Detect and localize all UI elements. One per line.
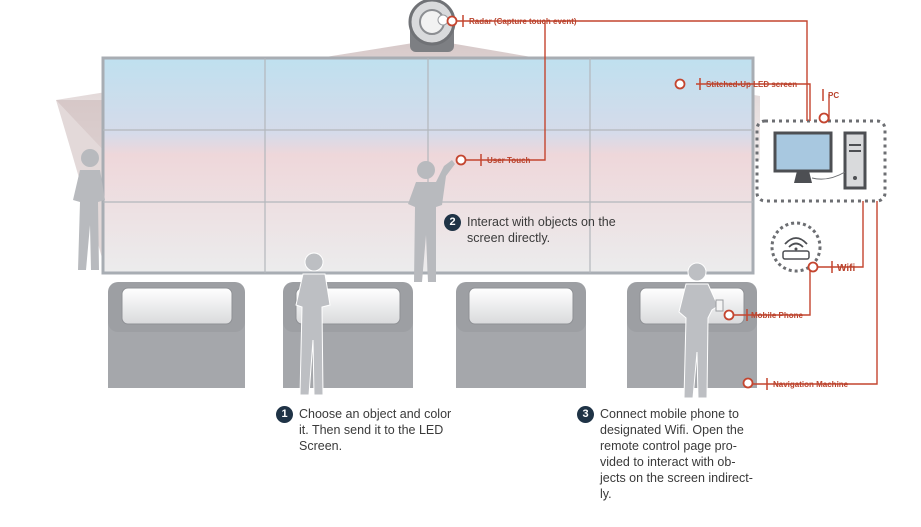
- kiosk-1: [108, 282, 245, 388]
- callout-markers: [446, 15, 830, 389]
- user-touch-label: User Touch: [487, 156, 531, 165]
- led-screen-label: Stitched-Up LED screen: [706, 80, 797, 89]
- step-3-text: Connect mobile phone to designated Wifi.…: [600, 407, 753, 501]
- step-2-badge: 2: [444, 214, 461, 231]
- step-3: 3 Connect mobile phone to designated Wif…: [577, 406, 782, 502]
- step-2-text: Interact with objects on the screen dire…: [467, 215, 616, 245]
- step-1-text: Choose an object and color it. Then send…: [299, 407, 452, 453]
- step-1: 1 Choose an object and color it. Then se…: [276, 406, 486, 454]
- person-phone-icon: [678, 262, 724, 399]
- pc-group: [755, 119, 887, 203]
- step-2: 2 Interact with objects on the screen di…: [444, 214, 654, 246]
- person-left-icon: [73, 149, 105, 270]
- connection-lines: [454, 20, 878, 385]
- radar-icon: [408, 0, 456, 52]
- wifi-router-icon: [770, 221, 822, 273]
- person-touching-icon: [408, 160, 455, 282]
- callout-bars: [462, 15, 833, 390]
- step-1-badge: 1: [276, 406, 293, 423]
- pc-label: PC: [828, 91, 839, 100]
- radar-beam-left: [56, 100, 104, 265]
- kiosk-3: [456, 282, 586, 388]
- person-kiosk-icon: [295, 252, 331, 396]
- radar-label: Radar (Capture touch event): [469, 17, 577, 26]
- step-3-badge: 3: [577, 406, 594, 423]
- mobile-phone-label: Mobile Phone: [751, 311, 804, 320]
- wifi-label: Wifi: [837, 263, 855, 274]
- navigation-machine-label: Navigation Machine: [773, 380, 849, 389]
